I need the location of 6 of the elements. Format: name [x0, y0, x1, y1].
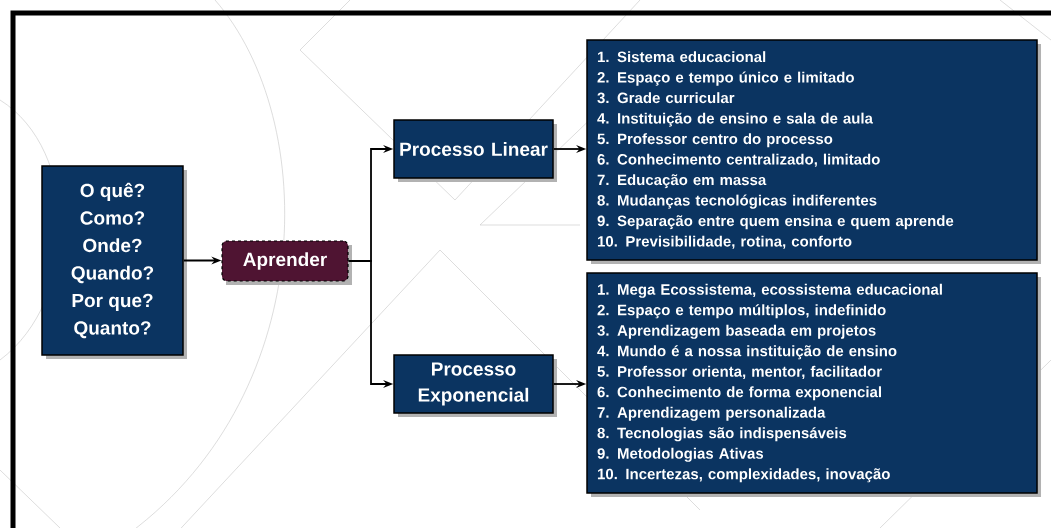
process-box: Processo Exponencial — [393, 354, 557, 417]
process-box: Processo Linear — [393, 119, 557, 182]
process-box: Aprender — [221, 240, 352, 285]
list-box: 1. Sistema educacional 2. Espaço e tempo único e limitado 3. Grade curricular 4. Instituição de ensino e sala de aula 5. Professor centro do processo 6. Conhecimento centralizado, limitado 7. Educação em massa 8. Mudanças tecnológicas indiferentes 9. Separação entre quem ensina e quem aprende 10. Previsibilidade, rotina, conforto — [586, 39, 1041, 264]
question-box: O quê? Como? Onde? Quando? Por que? Quanto? — [41, 165, 187, 359]
list-box: 1. Mega Ecossistema, ecossistema educacional 2. Espaço e tempo múltiplos, indefinido 3. Aprendizagem baseada em projetos 4. Mundo é a nossa instituição de ensino 5. Professor orienta, mentor, facilitador 6. Conhecimento de forma exponencial 7. Aprendizagem personalizada 8. Tecnologias são indispensáveis 9. Metodologias Ativas 10. Incertezas, complexidades, inovação — [586, 272, 1041, 497]
